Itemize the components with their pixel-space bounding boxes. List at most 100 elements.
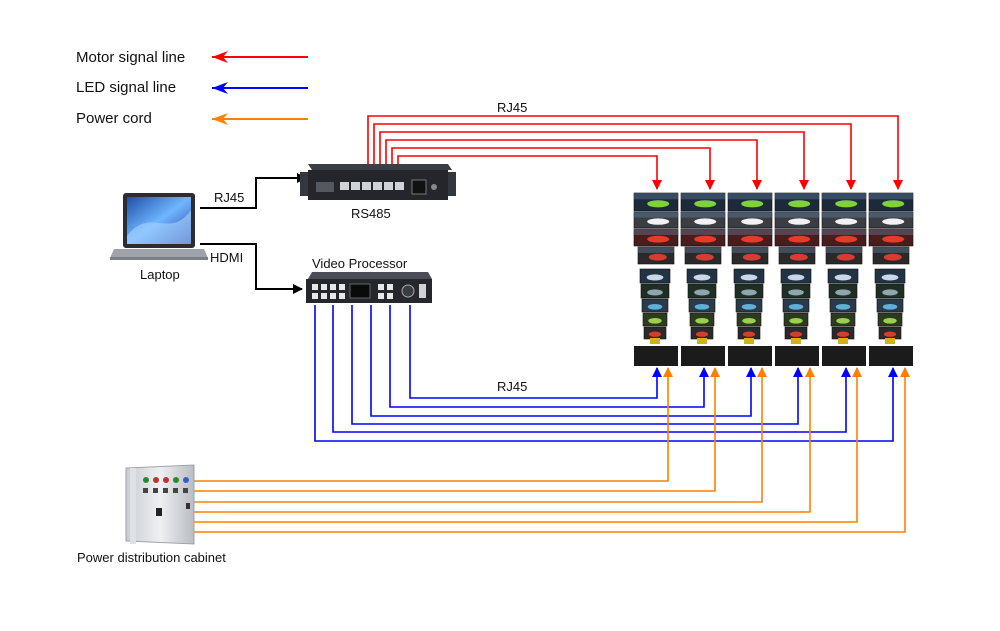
screen-panel [731,246,769,265]
led-signal-line [314,305,898,442]
screen-panel [727,211,773,229]
motor-signal-line [367,115,903,190]
laptop-processor-line [200,243,303,294]
screen-column [868,192,914,366]
screen-panel [687,283,717,299]
screen-base [822,346,866,366]
laptop: Laptop [110,193,208,282]
screen-panel [633,228,679,247]
screen-panel [680,211,726,229]
led-signal-lines [314,305,898,442]
screen-panel [829,298,857,313]
power-cord [194,367,673,482]
legend: Motor signal line LED signal line Power … [76,49,308,127]
screen-panel [727,192,773,212]
screen-base [681,346,725,366]
screen-base [775,346,819,366]
screen-panel [821,192,867,212]
led-signal-line [370,305,756,417]
screen-panel [782,298,810,313]
screen-panel [734,283,764,299]
screen-panel [684,246,722,265]
screen-panel [781,283,811,299]
screen-panel [868,228,914,247]
screen-panel [633,192,679,212]
screen-panel [825,246,863,265]
power-cord [194,367,862,523]
rs485-unit: RS485 [300,164,456,221]
screen-panel [637,246,675,265]
laptop-processor-label: HDMI [210,250,243,265]
screen-panel [774,211,820,229]
screen-base [869,346,913,366]
rs485-label: RS485 [351,206,391,221]
led-signal-line [409,305,662,399]
screen-column [821,192,867,366]
screen-panel [872,246,910,265]
laptop-icon [110,193,208,260]
screen-panel [633,211,679,229]
led-signal-line [389,305,709,408]
motorized-led-screens [633,192,914,366]
screen-column [774,192,820,366]
screen-panel [639,268,671,284]
screen-panel [774,192,820,212]
screen-panel [680,228,726,247]
screen-panel [780,268,812,284]
screen-panel [878,326,902,340]
legend-label-led: LED signal line [76,79,176,96]
screen-panel [640,283,670,299]
led-signal-line [351,305,803,425]
screen-column [680,192,726,366]
power-cord [194,367,767,503]
screen-panel [877,312,903,327]
screen-panel [784,326,808,340]
screen-base [728,346,772,366]
screen-panel [783,312,809,327]
screen-panel [688,298,716,313]
screen-panel [828,283,858,299]
control-lines: RJ45 HDMI [200,173,307,294]
rs485-device-icon [300,164,456,200]
legend-item-power: Power cord [76,110,308,127]
led-signal-line [332,305,851,433]
screen-panel [868,192,914,212]
motor-bus-label: RJ45 [497,100,527,115]
screen-panel [643,326,667,340]
screen-panel [827,268,859,284]
motor-signal-line [379,131,809,190]
power-cords [194,367,910,533]
screen-panel [727,228,773,247]
screen-panel [737,326,761,340]
power-cord [194,367,815,513]
legend-label-motor: Motor signal line [76,49,185,66]
motor-signal-lines [367,115,903,190]
led-bus-label: RJ45 [497,379,527,394]
screen-panel [778,246,816,265]
screen-base [634,346,678,366]
laptop-rs485-line [200,173,307,209]
screen-panel [680,192,726,212]
screen-panel [735,298,763,313]
legend-item-led: LED signal line [76,79,308,96]
video-processor: Video Processor [306,256,432,303]
screen-panel [821,228,867,247]
screen-panel [830,312,856,327]
power-cord [194,367,720,492]
screen-panel [642,312,668,327]
screen-panel [875,283,905,299]
screen-panel [736,312,762,327]
power-cord [194,367,910,533]
screen-panel [686,268,718,284]
screen-column [727,192,773,366]
screen-panel [821,211,867,229]
motor-signal-line [385,139,762,190]
screen-panel [774,228,820,247]
screen-panel [690,326,714,340]
power-cabinet: Power distribution cabinet [77,464,226,565]
screen-panel [876,298,904,313]
video-processor-icon [306,272,432,303]
screen-column [633,192,679,366]
screen-panel [689,312,715,327]
